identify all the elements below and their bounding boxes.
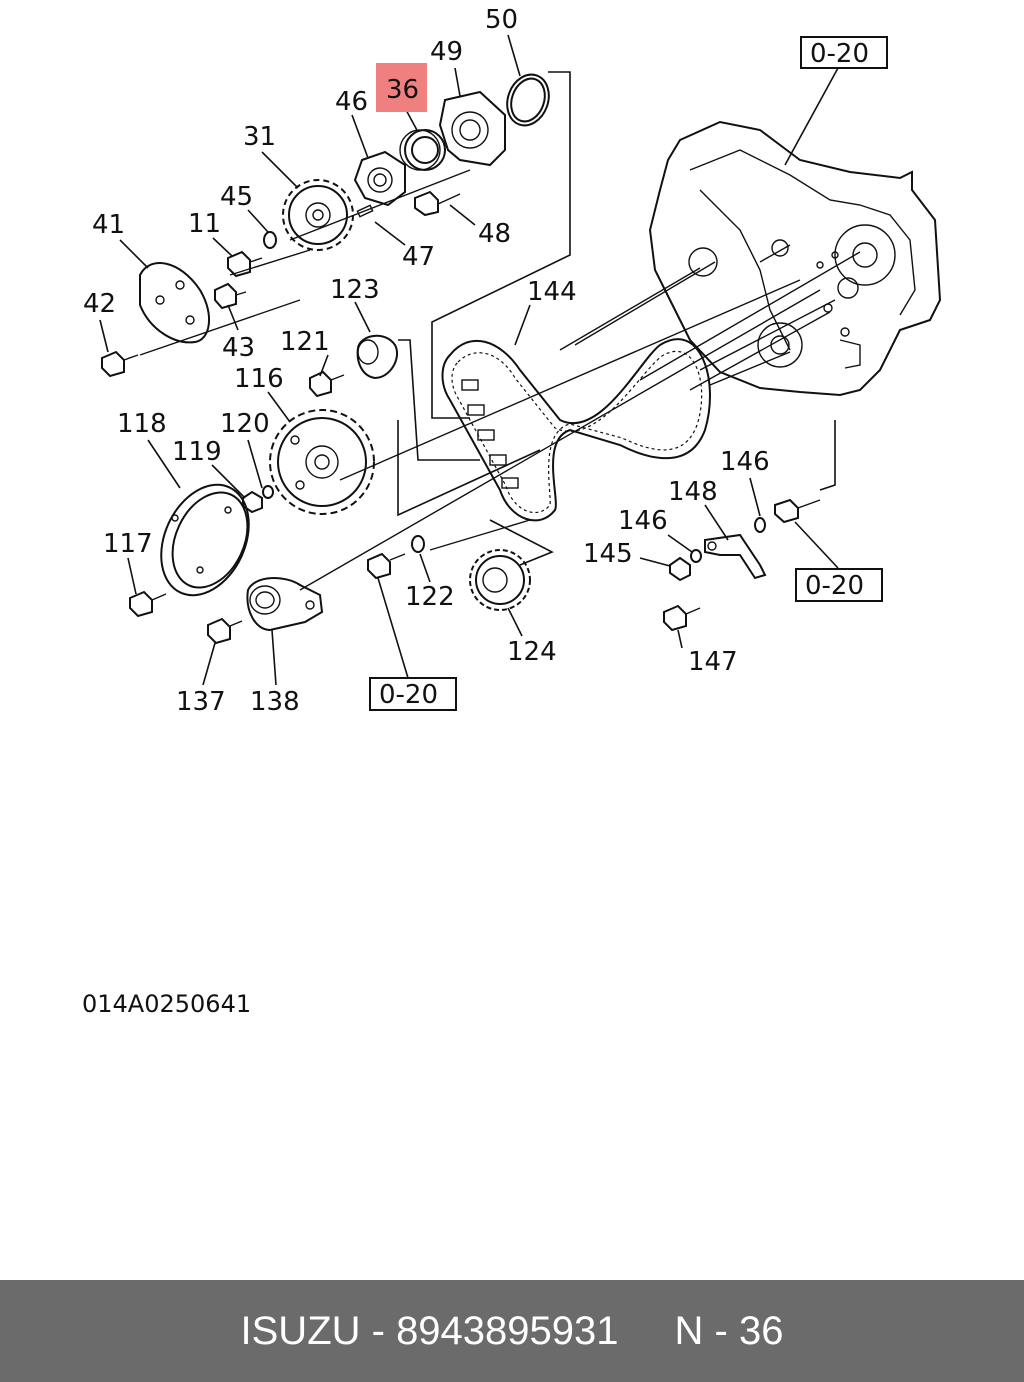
idler-123 — [356, 334, 398, 380]
ref-label-bottom: 0-20 — [379, 680, 438, 710]
callout-42: 42 — [83, 289, 116, 319]
oil-seal-36 — [399, 129, 446, 171]
washer-120 — [262, 485, 274, 499]
washer-146-lower — [690, 549, 702, 563]
callout-labels: 50 49 36 46 31 45 11 41 47 48 42 43 123 … — [83, 5, 770, 717]
sprocket-124 — [469, 549, 531, 611]
washer-122 — [411, 535, 425, 553]
stud-bolt — [774, 498, 821, 524]
callout-116: 116 — [234, 364, 284, 394]
callout-31: 31 — [243, 122, 276, 152]
callout-41: 41 — [92, 210, 125, 240]
bolt-117 — [129, 590, 167, 618]
bolt-137 — [207, 617, 243, 645]
timing-belt — [441, 338, 711, 522]
sprocket-31 — [282, 179, 354, 251]
ref-box-right: 0-20 — [795, 568, 883, 602]
retainer-46 — [353, 150, 406, 207]
bolt-48 — [414, 190, 461, 217]
callout-124: 124 — [507, 637, 557, 667]
callout-147: 147 — [688, 647, 738, 677]
ref-box-bottom: 0-20 — [369, 677, 457, 711]
callout-137: 137 — [176, 687, 226, 717]
callout-144: 144 — [527, 277, 577, 307]
bolt-121 — [309, 370, 345, 398]
exploded-parts-diagram: 50 49 36 46 31 45 11 41 47 48 42 43 123 … — [82, 5, 942, 1018]
callout-117: 117 — [103, 529, 153, 559]
callout-45: 45 — [220, 182, 253, 212]
bolt-11 — [227, 250, 263, 278]
callout-48: 48 — [478, 219, 511, 249]
callout-145: 145 — [583, 539, 633, 569]
drawing-number: 014A0250641 — [82, 990, 251, 1018]
callout-123: 123 — [330, 275, 380, 305]
callout-118: 118 — [117, 409, 167, 439]
callout-36: 36 — [386, 75, 419, 105]
callout-43: 43 — [222, 333, 255, 363]
callout-119: 119 — [172, 437, 222, 467]
callout-121: 121 — [280, 327, 330, 357]
bolt-42 — [101, 350, 139, 378]
o-ring-50 — [506, 73, 550, 127]
callout-146-upper: 146 — [720, 447, 770, 477]
callout-46: 46 — [335, 87, 368, 117]
bracket-148 — [704, 533, 767, 580]
callout-122: 122 — [405, 582, 455, 612]
callout-11: 11 — [188, 209, 221, 239]
callout-49: 49 — [430, 37, 463, 67]
callout-50: 50 — [485, 5, 518, 35]
footer-brand-part-number: ISUZU - 8943895931 — [240, 1308, 619, 1353]
engine-housing — [648, 120, 942, 397]
leader-lines — [99, 34, 839, 686]
callout-148: 148 — [668, 477, 718, 507]
ref-box-top: 0-20 — [800, 36, 888, 69]
callout-146-lower: 146 — [618, 506, 668, 536]
cover-plate-41 — [139, 262, 211, 344]
footer-page-reference: N - 36 — [674, 1308, 784, 1353]
highlight-box-36 — [376, 63, 427, 112]
ref-label-right: 0-20 — [805, 571, 864, 601]
callout-120: 120 — [220, 409, 270, 439]
housing-flange-49 — [438, 90, 506, 167]
flange-118 — [160, 483, 250, 597]
callout-47: 47 — [402, 242, 435, 272]
bolt-147 — [663, 604, 701, 632]
footer-bar: ISUZU - 8943895931 N - 36 — [0, 1280, 1024, 1382]
pin-47 — [356, 204, 374, 218]
assembly-lines — [139, 71, 836, 591]
shaft-lines — [559, 244, 861, 391]
ref-label-top: 0-20 — [810, 39, 869, 69]
nut-145 — [669, 556, 691, 582]
bolt-ref-bottom — [367, 552, 406, 580]
pulley-116 — [269, 409, 375, 515]
tensioner-138 — [246, 577, 324, 632]
washer-45 — [263, 231, 277, 249]
bolt-43 — [214, 282, 247, 310]
washer-146-upper — [754, 517, 766, 533]
callout-138: 138 — [250, 687, 300, 717]
